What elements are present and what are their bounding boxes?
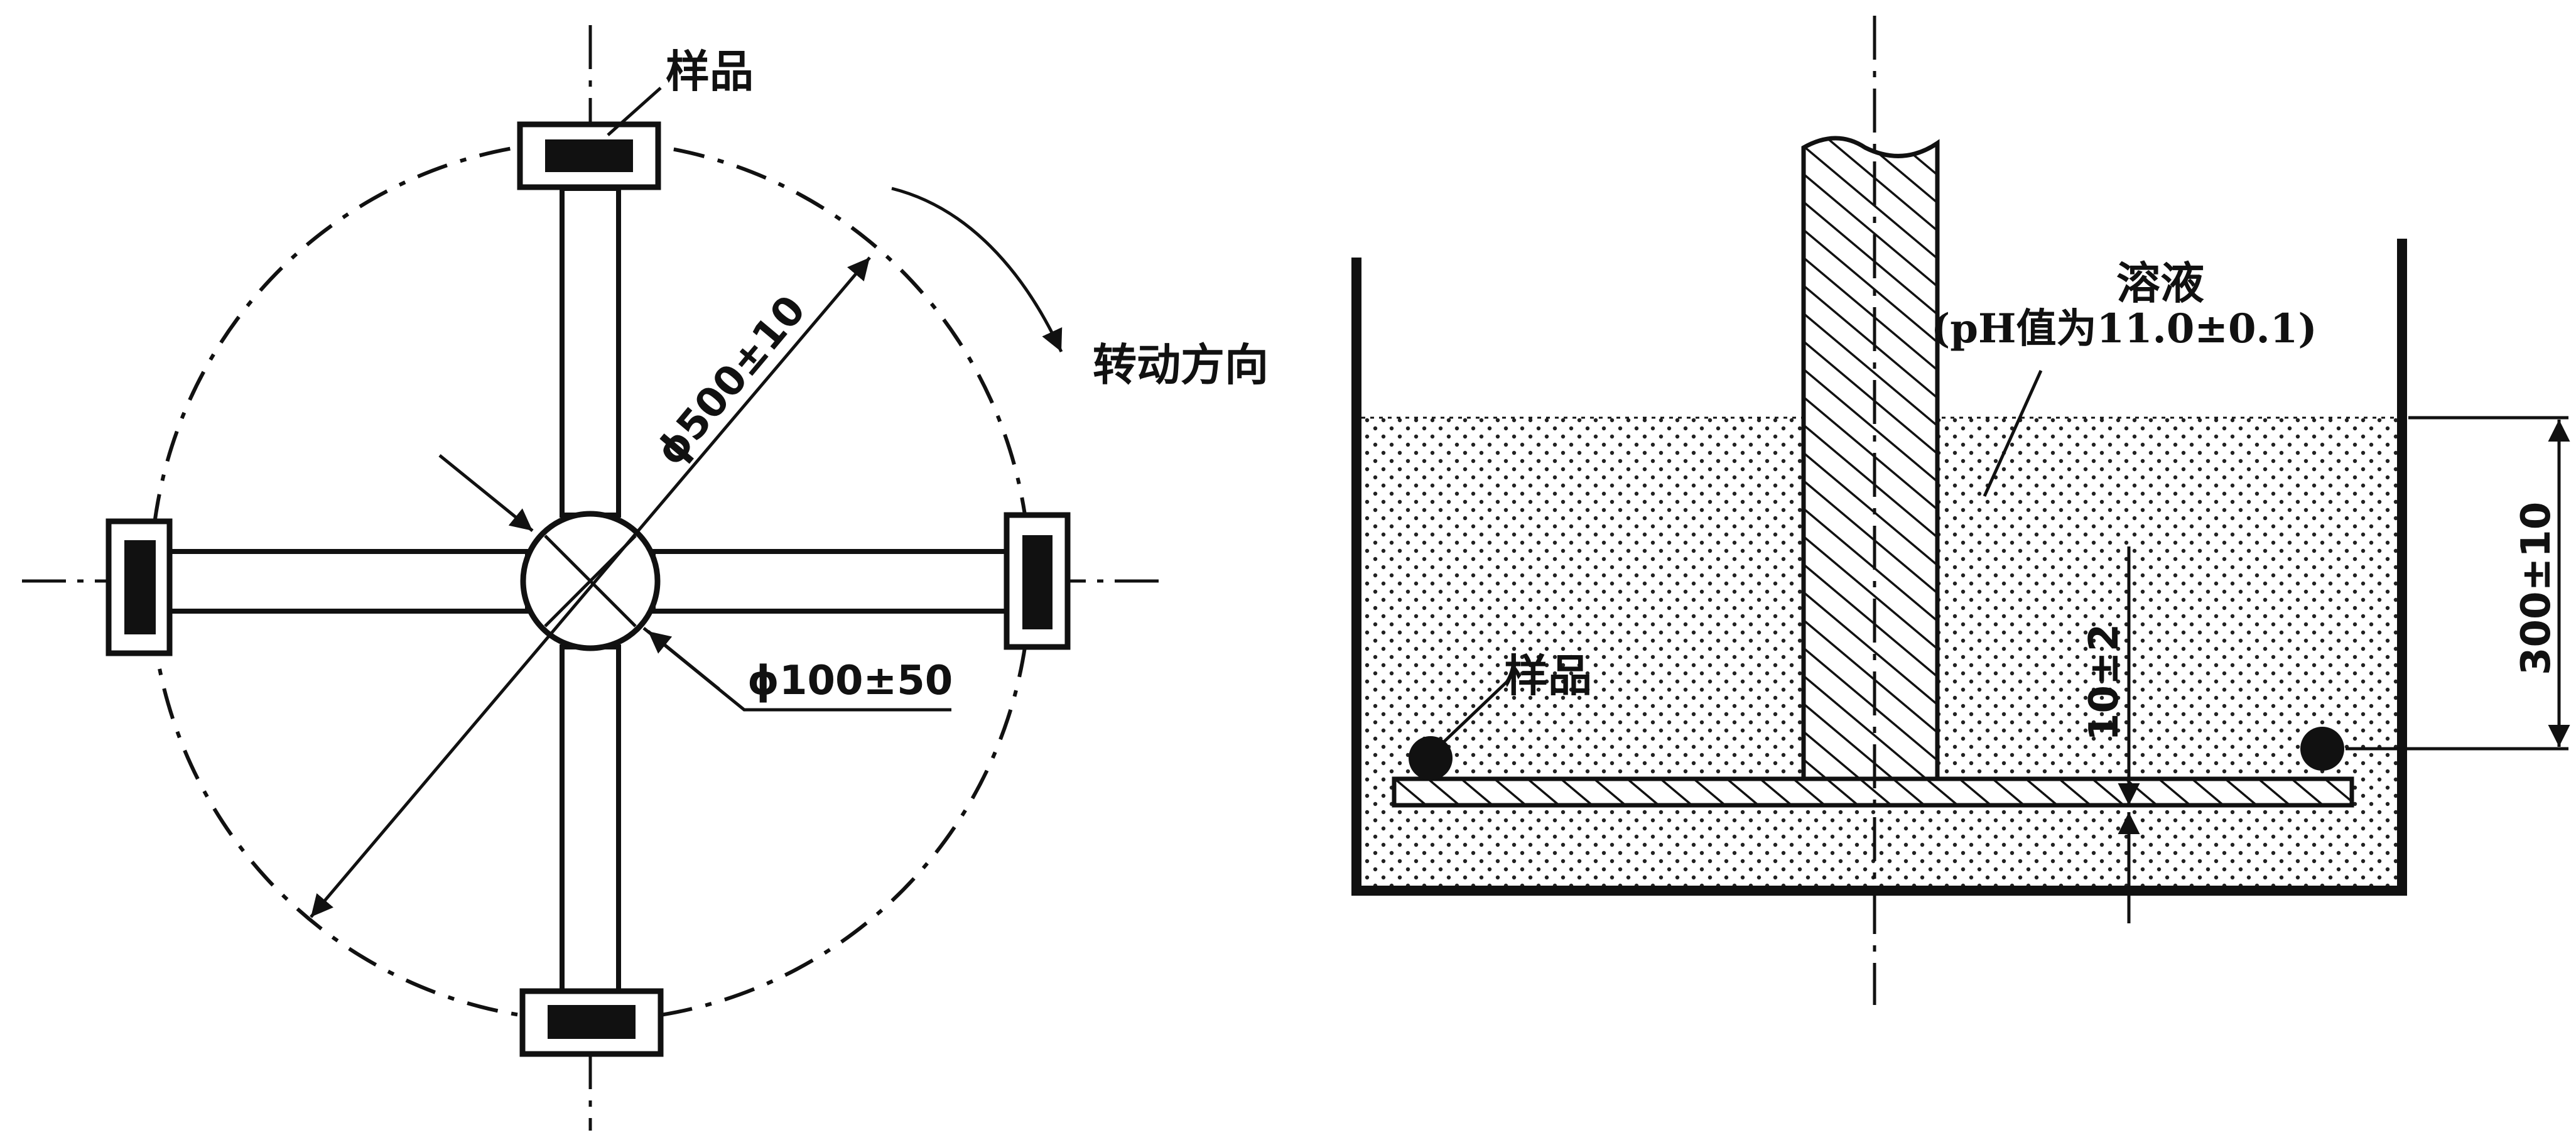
sample-leader xyxy=(607,87,662,136)
shaft xyxy=(1801,136,1940,781)
side-view: 样品 溶液 (pH值为11.0±0.1) 10±2 300±10 xyxy=(1351,16,2570,1005)
outer-diameter-label: ϕ500±10 xyxy=(647,287,815,474)
sample-label-top: 样品 xyxy=(666,46,754,97)
tank xyxy=(1351,239,2407,896)
sample-left xyxy=(1409,736,1453,780)
bottom-clearance-label: 10±2 xyxy=(2081,624,2128,741)
rotation-label: 转动方向 xyxy=(1093,339,1269,391)
sample-holder-left xyxy=(106,518,173,656)
solution-ph-label: (pH值为11.0±0.1) xyxy=(1931,305,2317,352)
solution-label: 溶液 xyxy=(2116,258,2204,309)
sample-holder-right xyxy=(1004,512,1071,650)
sample-holder-bottom xyxy=(519,988,664,1057)
sample-holder-top xyxy=(517,121,661,190)
top-view: 样品 ϕ500±10 ϕ100±50 转动方向 xyxy=(22,25,1269,1131)
outer-diameter-line xyxy=(310,256,871,918)
immersion-depth-label: 300±10 xyxy=(2513,502,2560,675)
hub-diameter-arrow-in xyxy=(438,454,534,532)
rotation-arrow xyxy=(891,187,1063,353)
sample-right xyxy=(2300,727,2344,771)
sample-label-side: 样品 xyxy=(1504,650,1592,702)
hub-diameter-label: ϕ100±50 xyxy=(747,658,953,704)
